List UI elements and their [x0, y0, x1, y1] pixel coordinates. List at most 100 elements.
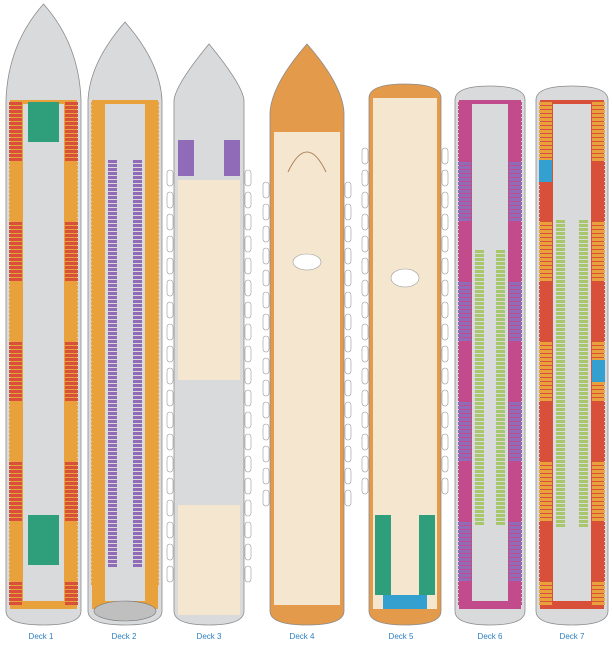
deck2-inner-cabin: [133, 548, 142, 551]
deck1-cabin-starboard: [65, 498, 78, 501]
deck2-inner-cabin: [108, 336, 117, 339]
deck2-cabin-starboard: [146, 278, 159, 281]
deck7-inner-cabin: [556, 516, 565, 519]
deck7-inner-cabin: [556, 440, 565, 443]
deck7-cabin-port: [539, 538, 552, 541]
deck1-cabin-starboard: [65, 214, 78, 217]
deck1-cabin-starboard: [65, 418, 78, 421]
deck7-cabin-starboard: [592, 558, 605, 561]
deck1-cabin-starboard: [65, 338, 78, 341]
deck2-cabin-starboard: [146, 314, 159, 317]
deck2-inner-cabin: [108, 404, 117, 407]
deck3-lifeboat: [244, 235, 252, 253]
deck-5-plan: [361, 83, 449, 626]
deck1-cabin-starboard: [65, 398, 78, 401]
deck1-cabin-port: [9, 586, 22, 589]
deck2-cabin-starboard: [146, 250, 159, 253]
deck6-cabin-port: [458, 422, 471, 425]
deck2-cabin-port: [91, 266, 104, 269]
deck6-cabin-starboard: [509, 602, 522, 605]
deck7-cabin-starboard: [592, 598, 605, 601]
deck2-inner-cabin: [108, 332, 117, 335]
deck7-inner-cabin: [579, 300, 588, 303]
deck6-cabin-starboard: [509, 194, 522, 197]
deck2-inner-cabin: [133, 208, 142, 211]
deck7-cabin-port: [539, 250, 552, 253]
deck6-cabin-port: [458, 598, 471, 601]
deck3-lifeboat: [244, 433, 252, 451]
deck7-cabin-port: [539, 118, 552, 121]
deck7-inner-cabin: [579, 224, 588, 227]
deck6-cabin-port: [458, 250, 471, 253]
deck2-inner-cabin: [133, 484, 142, 487]
deck2-cabin-starboard: [146, 390, 159, 393]
deck2-cabin-port: [91, 358, 104, 361]
deck1-cabin-starboard: [65, 346, 78, 349]
deck2-inner-cabin: [108, 444, 117, 447]
deck6-cabin-starboard: [509, 494, 522, 497]
deck1-cabin-starboard: [65, 126, 78, 129]
deck3-public-aft: [178, 505, 240, 615]
deck7-inner-cabin: [579, 424, 588, 427]
deck-label-1[interactable]: Deck 1: [28, 632, 54, 641]
deck7-inner-cabin: [579, 480, 588, 483]
deck2-inner-cabin: [108, 280, 117, 283]
deck1-cabin-port: [9, 102, 22, 105]
deck-label-7[interactable]: Deck 7: [559, 632, 585, 641]
deck2-inner-cabin: [108, 300, 117, 303]
deck1-cabin-port: [9, 514, 22, 517]
deck6-cabin-port: [458, 390, 471, 393]
deck1-cabin-starboard: [65, 586, 78, 589]
deck7-inner-cabin: [556, 388, 565, 391]
deck-label-4[interactable]: Deck 4: [289, 632, 315, 641]
deck6-inner-cabin: [496, 510, 505, 513]
deck2-inner-cabin: [108, 460, 117, 463]
deck1-cabin-port: [9, 386, 22, 389]
deck7-cabin-starboard: [592, 330, 605, 333]
deck-label-5[interactable]: Deck 5: [388, 632, 414, 641]
deck7-cabin-port: [539, 478, 552, 481]
deck6-cabin-starboard: [509, 514, 522, 517]
deck2-inner-cabin: [108, 424, 117, 427]
deck1-cabin-starboard: [65, 526, 78, 529]
deck7-cabin-port: [539, 150, 552, 153]
deck6-cabin-starboard: [509, 390, 522, 393]
deck7-cabin-port: [539, 446, 552, 449]
deck-6-plan: [454, 85, 526, 626]
deck-label-2[interactable]: Deck 2: [111, 632, 137, 641]
deck-label-3[interactable]: Deck 3: [196, 632, 222, 641]
deck7-cabin-port: [539, 438, 552, 441]
deck2-cabin-port: [91, 270, 104, 273]
deck2-cabin-starboard: [146, 178, 159, 181]
deck7-inner-cabin: [556, 276, 565, 279]
deck6-cabin-starboard: [509, 246, 522, 249]
deck1-cabin-port: [9, 358, 22, 361]
deck1-cabin-starboard: [65, 138, 78, 141]
deck7-cabin-starboard: [592, 338, 605, 341]
deck2-inner-cabin: [108, 188, 117, 191]
deck6-inner-cabin: [475, 406, 484, 409]
deck2-cabin-starboard: [146, 194, 159, 197]
deck2-cabin-port: [91, 386, 104, 389]
deck4-lifeboat: [344, 203, 352, 221]
deck6-cabin-port: [458, 322, 471, 325]
deck2-inner-cabin: [133, 528, 142, 531]
deck6-cabin-port: [458, 254, 471, 257]
deck6-cabin-starboard: [509, 114, 522, 117]
deck6-cabin-starboard: [509, 362, 522, 365]
deck3-corridor-fwd: [194, 140, 224, 176]
deck3-lifeboat: [166, 257, 174, 275]
deck6-inner-cabin: [496, 290, 505, 293]
deck7-cabin-port: [539, 510, 552, 513]
deck1-cabin-starboard: [65, 242, 78, 245]
deck1-cabin-starboard: [65, 130, 78, 133]
deck2-inner-cabin: [133, 288, 142, 291]
deck6-inner-cabin: [475, 442, 484, 445]
deck2-cabin-starboard: [146, 198, 159, 201]
deck-label-6[interactable]: Deck 6: [477, 632, 503, 641]
deck6-inner-cabin: [475, 306, 484, 309]
deck7-cabin-port: [539, 458, 552, 461]
deck1-cabin-port: [9, 442, 22, 445]
deck2-inner-cabin: [108, 528, 117, 531]
